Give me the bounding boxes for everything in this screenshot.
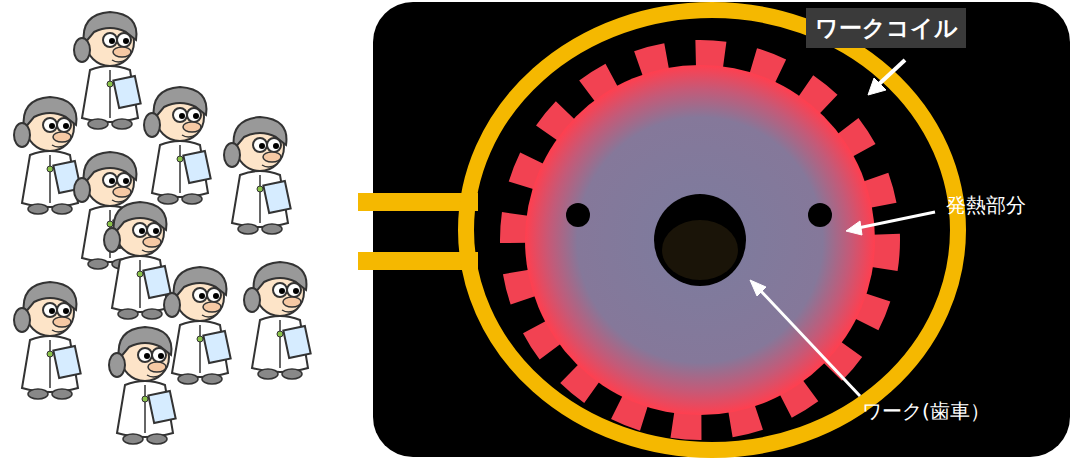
part-label: ワーク(歯車） (862, 398, 990, 425)
coil-label: ワークコイル (815, 13, 958, 44)
scientist-crowd (14, 12, 311, 444)
gear (514, 54, 886, 426)
work-coil (358, 10, 958, 450)
photo-background (373, 2, 1070, 457)
part-label: 発熱部分 (946, 192, 1026, 219)
leader-arrows (750, 60, 935, 396)
label-box: ワークコイル (806, 8, 966, 48)
